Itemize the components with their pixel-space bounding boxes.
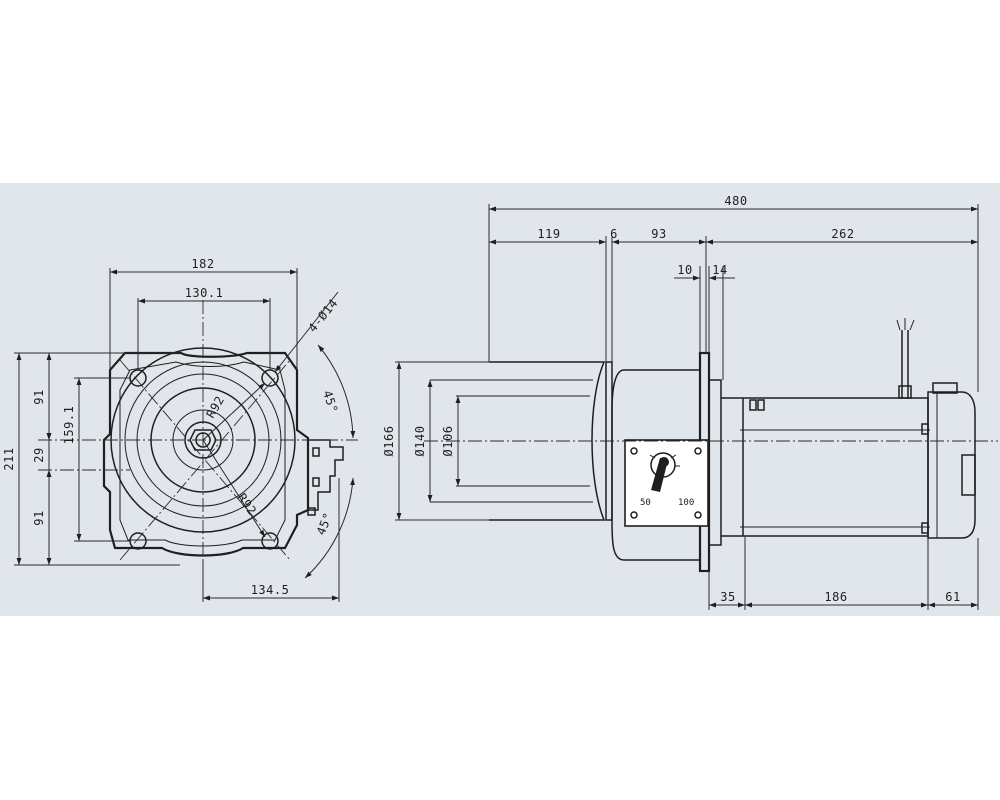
front-dim-91-upper-label: 91 <box>32 389 46 404</box>
side-dial-tick <box>670 454 677 459</box>
side-end-bell-cap <box>932 382 958 394</box>
side-dial-screw <box>630 511 638 519</box>
side-dim-6-label: 6 <box>610 227 618 241</box>
side-motor-screw <box>921 423 929 435</box>
side-dial-panel <box>624 439 709 527</box>
side-dim-480-label: 480 <box>724 194 747 208</box>
drawing-sheet <box>0 183 1000 616</box>
front-r92-leader-top <box>202 382 266 441</box>
front-dim-130-label: 130.1 <box>185 286 224 300</box>
side-motor-screw <box>757 399 765 411</box>
front-terminal-screw <box>312 447 320 457</box>
side-dim-dia106-label: Ø106 <box>441 426 455 457</box>
side-dial-hub <box>659 457 669 467</box>
front-flange-outline <box>102 351 310 557</box>
side-dial-label-low: 50 <box>640 498 651 508</box>
side-view: 50 100 480 119 <box>382 194 998 610</box>
side-dim-10-label: 10 <box>677 263 692 277</box>
side-dim-14-label: 14 <box>712 263 727 277</box>
front-dim-159-label: 159.1 <box>62 406 76 445</box>
side-gearbox <box>611 369 701 561</box>
side-dim-186-label: 186 <box>824 590 847 604</box>
side-cable <box>901 330 909 398</box>
front-holes-leader <box>274 291 339 373</box>
front-angle-label-top: 45° <box>320 389 340 415</box>
front-view: R92 R92 182 130.1 4-Ø14 45° 45° 134.5 21… <box>2 257 358 602</box>
side-dim-61-label: 61 <box>945 590 960 604</box>
front-mount-hole-bl <box>129 532 147 550</box>
side-dim-dia140-label: Ø140 <box>413 426 427 457</box>
side-motor-screw <box>921 522 929 534</box>
side-cable-gland <box>898 385 912 399</box>
side-motor-shoulder <box>721 397 743 537</box>
front-mount-hole-tl <box>129 369 147 387</box>
front-angle-label-bottom: 45° <box>314 510 336 537</box>
front-holes-label: 4-Ø14 <box>305 296 340 335</box>
front-dim-134-label: 134.5 <box>251 583 290 597</box>
side-motor-body <box>742 397 929 537</box>
front-flange-inner <box>119 361 286 547</box>
side-dial-tick <box>649 454 656 459</box>
front-dim-182-label: 182 <box>191 257 214 271</box>
side-dim-35-label: 35 <box>720 590 735 604</box>
front-angle-arc-top <box>317 344 356 439</box>
side-dial-screw <box>694 511 702 519</box>
front-mount-hole-br <box>261 532 279 550</box>
side-dial-screw <box>630 447 638 455</box>
side-motor-screw <box>749 399 757 411</box>
side-dial-screw <box>694 447 702 455</box>
side-dial-label-high: 100 <box>678 498 694 508</box>
side-dim-119-label: 119 <box>537 227 560 241</box>
front-dim-211-label: 211 <box>2 447 16 470</box>
side-end-bell-rib <box>961 454 976 496</box>
front-dim-91-lower-label: 91 <box>32 510 46 525</box>
front-radius-label-top: R92 <box>203 393 227 420</box>
front-hub-hex <box>189 429 217 451</box>
side-drum <box>489 361 606 521</box>
side-cable-end <box>896 318 915 331</box>
side-end-bell <box>927 391 976 539</box>
front-dim-29-label: 29 <box>32 447 46 462</box>
front-r92-leader-bottom <box>202 439 266 538</box>
side-dim-dia166-label: Ø166 <box>382 426 396 457</box>
side-flange-lip <box>708 379 722 546</box>
front-terminal-screw <box>312 477 320 487</box>
side-dim-93-label: 93 <box>651 227 666 241</box>
side-dim-262-label: 262 <box>831 227 854 241</box>
